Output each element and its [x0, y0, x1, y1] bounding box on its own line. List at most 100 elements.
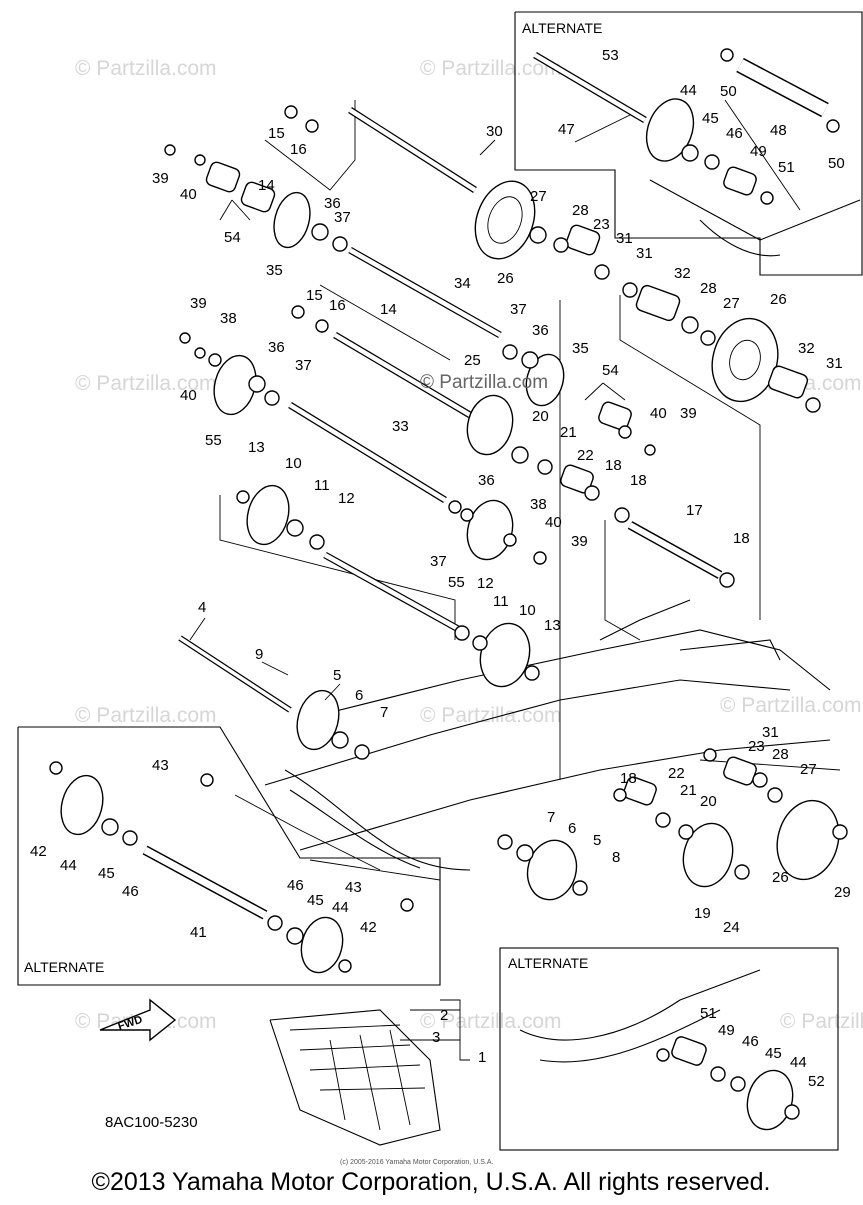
- callout-49: 49: [750, 143, 767, 160]
- callout-47: 47: [558, 121, 575, 138]
- callout-15: 15: [306, 287, 323, 304]
- callout-2: 2: [440, 1007, 448, 1024]
- callout-44: 44: [60, 857, 77, 874]
- watermark: © Partzilla.com: [75, 704, 217, 727]
- callout-1: 1: [478, 1049, 486, 1066]
- callout-50: 50: [828, 155, 845, 172]
- callout-39: 39: [190, 295, 207, 312]
- callout-20: 20: [532, 408, 549, 425]
- callout-10: 10: [285, 455, 302, 472]
- watermark: © Partzilla.com: [420, 57, 562, 80]
- alternate-box-bottom-right: ALTERNATE: [499, 947, 839, 1151]
- callout-27: 27: [723, 295, 740, 312]
- callout-34: 34: [454, 275, 471, 292]
- alternate-box-top-right: ALTERNATE: [514, 11, 863, 276]
- callout-46: 46: [122, 883, 139, 900]
- callout-39: 39: [152, 170, 169, 187]
- callout-38: 38: [220, 310, 237, 327]
- slide-rail-frame: [264, 179, 861, 1063]
- callout-55: 55: [205, 432, 222, 449]
- callout-24: 24: [723, 919, 740, 936]
- callout-19: 19: [694, 905, 711, 922]
- callout-46: 46: [287, 877, 304, 894]
- callout-28: 28: [772, 746, 789, 763]
- callout-46: 46: [726, 125, 743, 142]
- callout-26: 26: [770, 291, 787, 308]
- forward-arrow-icon: FWD: [99, 998, 177, 1042]
- callout-15: 15: [268, 125, 285, 142]
- callout-44: 44: [332, 899, 349, 916]
- callout-27: 27: [530, 188, 547, 205]
- alternate-label: ALTERNATE: [522, 20, 602, 36]
- callout-39: 39: [571, 533, 588, 550]
- callout-45: 45: [98, 865, 115, 882]
- callout-18: 18: [630, 472, 647, 489]
- drawing-code: 8AC100-5230: [105, 1114, 198, 1131]
- callout-18: 18: [620, 770, 637, 787]
- track-assembly: [269, 1009, 441, 1146]
- callout-31: 31: [616, 230, 633, 247]
- watermark: © Partzilla.com: [75, 372, 217, 395]
- callout-37: 37: [295, 357, 312, 374]
- callout-33: 33: [392, 418, 409, 435]
- callout-32: 32: [798, 340, 815, 357]
- watermark: © Partzilla.com: [780, 1010, 863, 1033]
- callout-6: 6: [568, 820, 576, 837]
- callout-49: 49: [718, 1022, 735, 1039]
- callout-54: 54: [602, 362, 619, 379]
- callout-13: 13: [544, 617, 561, 634]
- callout-22: 22: [577, 447, 594, 464]
- callout-42: 42: [360, 919, 377, 936]
- callout-7: 7: [380, 704, 388, 721]
- callout-40: 40: [545, 514, 562, 531]
- alternate-label: ALTERNATE: [508, 955, 588, 971]
- watermark: © Partzilla.com: [420, 1010, 562, 1033]
- callout-40: 40: [650, 405, 667, 422]
- callout-26: 26: [497, 270, 514, 287]
- callout-18: 18: [733, 530, 750, 547]
- watermark: © Partzilla.com: [420, 704, 562, 727]
- callout-23: 23: [593, 216, 610, 233]
- callout-45: 45: [765, 1045, 782, 1062]
- leader-lines: [189, 114, 631, 1061]
- callout-12: 12: [477, 575, 494, 592]
- callout-32: 32: [674, 265, 691, 282]
- callout-54: 54: [224, 229, 241, 246]
- callout-31: 31: [762, 724, 779, 741]
- callout-44: 44: [680, 82, 697, 99]
- callout-18: 18: [605, 457, 622, 474]
- callout-35: 35: [572, 340, 589, 357]
- center-watermark: © Partzilla.com: [420, 372, 548, 393]
- callout-45: 45: [307, 892, 324, 909]
- callout-20: 20: [700, 793, 717, 810]
- footer-copyright: ©2013 Yamaha Motor Corporation, U.S.A. A…: [92, 1168, 771, 1196]
- callout-9: 9: [255, 646, 263, 663]
- callout-29: 29: [834, 884, 851, 901]
- alternate-box-bottom-left: ALTERNATE: [17, 726, 441, 986]
- watermark: © Partzilla.com: [75, 57, 217, 80]
- callout-55: 55: [448, 574, 465, 591]
- callout-16: 16: [329, 297, 346, 314]
- callout-44: 44: [790, 1054, 807, 1071]
- callout-37: 37: [510, 301, 527, 318]
- callout-28: 28: [572, 202, 589, 219]
- callout-31: 31: [636, 245, 653, 262]
- callout-48: 48: [770, 122, 787, 139]
- idler-wheels: [60, 98, 840, 1131]
- callout-39: 39: [680, 405, 697, 422]
- callout-46: 46: [742, 1033, 759, 1050]
- callout-13: 13: [248, 439, 265, 456]
- callout-36: 36: [532, 322, 549, 339]
- callout-36: 36: [324, 195, 341, 212]
- callout-5: 5: [333, 667, 341, 684]
- callout-40: 40: [180, 387, 197, 404]
- callout-6: 6: [355, 687, 363, 704]
- callout-35: 35: [266, 262, 283, 279]
- callout-27: 27: [800, 761, 817, 778]
- small-copyright: (c) 2005-2016 Yamaha Motor Corporation, …: [340, 1159, 493, 1166]
- callout-36: 36: [268, 339, 285, 356]
- callout-53: 53: [602, 47, 619, 64]
- callout-37: 37: [334, 209, 351, 226]
